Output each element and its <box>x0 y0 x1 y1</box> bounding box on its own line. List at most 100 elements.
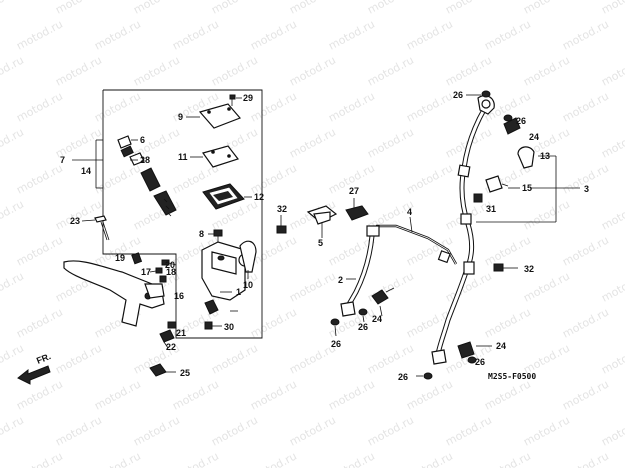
watermark-text: motod.ru <box>92 161 143 196</box>
watermark-text: motod.ru <box>131 413 182 448</box>
brake-pipe-4[interactable] <box>376 224 458 265</box>
lever-pivot-parts[interactable] <box>131 252 170 283</box>
diagram-code: M2S5-F0500 <box>488 372 536 381</box>
bolt-24-lower[interactable] <box>457 341 475 359</box>
watermark-text: motod.ru <box>14 161 65 196</box>
watermark-text: motod.ru <box>0 341 26 376</box>
watermark-text: motod.ru <box>404 377 455 412</box>
watermark-text: motod.ru <box>248 377 299 412</box>
bolt-24-upper[interactable] <box>503 117 521 135</box>
callout-24c: 24 <box>496 341 506 351</box>
watermark-text: motod.ru <box>131 197 182 232</box>
watermark-text: motod.ru <box>209 0 260 17</box>
watermark-text: motod.ru <box>599 413 625 448</box>
piston-set[interactable] <box>117 135 177 217</box>
watermark-text: motod.ru <box>560 89 611 124</box>
watermark-text: motod.ru <box>0 125 26 160</box>
callout-32a: 32 <box>277 204 287 214</box>
callout-10: 10 <box>243 280 253 290</box>
watermark-text: motod.ru <box>326 89 377 124</box>
diaphragm[interactable] <box>202 183 245 210</box>
callout-23: 23 <box>70 216 80 226</box>
watermark-text: motod.ru <box>170 377 221 412</box>
callout-15: 15 <box>522 183 532 193</box>
watermark-text: motod.ru <box>326 377 377 412</box>
callout-3: 3 <box>584 184 589 194</box>
bolt-24-center[interactable] <box>371 287 395 305</box>
watermark-text: motod.ru <box>599 0 625 17</box>
watermark-text: motod.ru <box>521 0 572 17</box>
bolt-31[interactable] <box>473 193 483 203</box>
callout-6: 6 <box>140 135 145 145</box>
watermark-text: motod.ru <box>92 89 143 124</box>
watermark-text: motod.ru <box>53 341 104 376</box>
watermark-text: motod.ru <box>287 413 338 448</box>
bolt-32-upper[interactable] <box>276 215 287 234</box>
watermark-text: motod.ru <box>482 17 533 52</box>
watermark-text: motod.ru <box>287 53 338 88</box>
watermark-text: motod.ru <box>404 89 455 124</box>
watermark-text: motod.ru <box>92 449 143 468</box>
watermark-text: motod.ru <box>443 269 494 304</box>
watermark-text: motod.ru <box>365 0 416 17</box>
callout-32b: 32 <box>524 264 534 274</box>
diaphragm-plate[interactable] <box>202 145 239 168</box>
master-cylinder-body[interactable] <box>201 240 257 315</box>
watermark-text: motod.ru <box>521 53 572 88</box>
sensor-13[interactable] <box>517 146 535 169</box>
brake-lever[interactable] <box>63 260 165 327</box>
watermark-text: motod.ru <box>443 53 494 88</box>
watermark-text: motod.ru <box>287 125 338 160</box>
screw-29[interactable] <box>229 94 236 106</box>
watermark-text: motod.ru <box>248 17 299 52</box>
watermark-text: motod.ru <box>248 305 299 340</box>
watermark-text: motod.ru <box>482 305 533 340</box>
watermark-text: motod.ru <box>560 305 611 340</box>
callout-24a: 24 <box>529 132 539 142</box>
reservoir-cap[interactable] <box>198 103 242 129</box>
callout-28: 28 <box>140 155 150 165</box>
washer-26[interactable] <box>330 90 513 380</box>
watermark-text: motod.ru <box>482 449 533 468</box>
watermark-text: motod.ru <box>560 17 611 52</box>
clip-27[interactable] <box>345 205 369 221</box>
callout-1: 1 <box>236 287 241 297</box>
bolt-32-right[interactable] <box>493 263 518 272</box>
callout-4: 4 <box>407 207 412 217</box>
watermark-text: motod.ru <box>326 449 377 468</box>
watermark-text: motod.ru <box>365 341 416 376</box>
watermark-text: motod.ru <box>404 17 455 52</box>
screw-30[interactable] <box>204 321 213 330</box>
watermark-text: motod.ru <box>326 17 377 52</box>
callout-7: 7 <box>60 155 65 165</box>
lever-nut[interactable] <box>159 321 177 343</box>
watermark-text: motod.ru <box>0 269 26 304</box>
watermark-text: motod.ru <box>521 413 572 448</box>
bolt-8[interactable] <box>213 229 223 242</box>
callout-30: 30 <box>224 322 234 332</box>
callout-29: 29 <box>243 93 253 103</box>
watermark-text: motod.ru <box>560 449 611 468</box>
hose-joint-5[interactable] <box>306 205 338 225</box>
pivot-bolt[interactable] <box>94 215 110 241</box>
callout-26b: 26 <box>516 116 526 126</box>
watermark-text: motod.ru <box>14 305 65 340</box>
watermark-text: motod.ru <box>560 377 611 412</box>
brake-hose-2[interactable] <box>340 225 380 317</box>
callout-layer: 1 2 3 4 5 6 7 8 9 10 11 12 13 14 15 16 1… <box>35 90 589 382</box>
watermark-text: motod.ru <box>0 53 26 88</box>
watermark-text: motod.ru <box>599 125 625 160</box>
callout-9: 9 <box>178 112 183 122</box>
callout-17: 17 <box>141 267 151 277</box>
sensor-15[interactable] <box>485 175 509 193</box>
watermark-text: motod.ru <box>521 269 572 304</box>
watermark-text: motod.ru <box>365 413 416 448</box>
watermark-text: motod.ru <box>131 53 182 88</box>
watermark-text: motod.ru <box>53 53 104 88</box>
watermark-text: motod.ru <box>248 89 299 124</box>
watermark-text: motod.ru <box>599 53 625 88</box>
brake-hose-3[interactable] <box>431 95 495 365</box>
watermark-text: motod.ru <box>0 0 26 17</box>
callout-24b: 24 <box>372 314 382 324</box>
